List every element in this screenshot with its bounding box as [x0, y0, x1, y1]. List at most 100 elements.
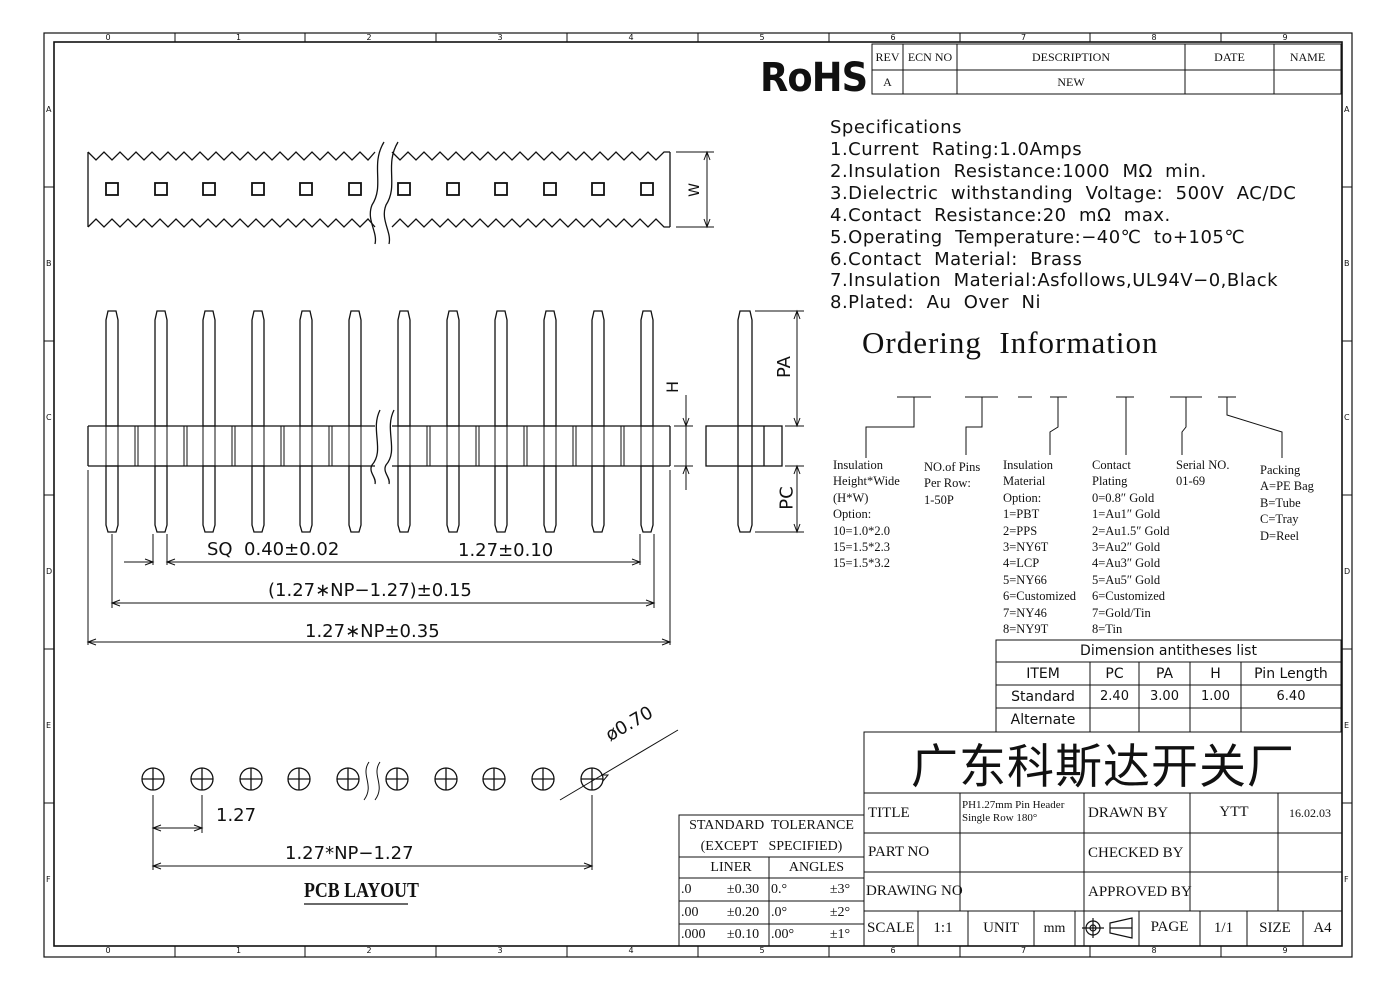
col-label-top: 3: [497, 33, 503, 42]
pin-lower: [154, 465, 168, 533]
front-body-dividers: [105, 426, 654, 466]
ordering-title: Ordering Information: [862, 325, 1159, 360]
pin-square: [446, 182, 460, 196]
col-label-top: 8: [1151, 33, 1157, 42]
ordering-insulation-hw: Insulation Height*Wide (H*W) Option: 10=…: [833, 458, 900, 571]
row-label-left: F: [46, 875, 51, 884]
tolerance-title-line1: STANDARD TOLERANCE: [689, 817, 854, 833]
row-label-left: C: [46, 413, 52, 422]
col-label-bottom: 3: [497, 946, 503, 955]
spec-item: 7.Insulation Material:Asfollows,UL94V−0,…: [830, 270, 1279, 292]
projection-symbol-icon: [1082, 917, 1133, 939]
pin-lower: [299, 465, 313, 533]
row-label-right: F: [1344, 875, 1349, 884]
row-label-left: A: [46, 105, 52, 114]
pin-lower: [202, 465, 216, 533]
col-label-top: 9: [1282, 33, 1288, 42]
row-label-left: D: [46, 567, 53, 576]
pin-lower: [105, 465, 119, 533]
pin-upper: [105, 310, 119, 427]
col-label-bottom: 1: [236, 946, 242, 955]
pin-upper: [446, 310, 460, 427]
front-dimensions: [86, 470, 672, 646]
tolerance-angle-value: ±2°: [829, 904, 851, 920]
pin-upper: [494, 310, 508, 427]
size-value: A4: [1313, 920, 1332, 936]
spec-item: 2.Insulation Resistance:1000 MΩ min.: [830, 160, 1207, 182]
title-value: PH1.27mm Pin Header Single Row 180°: [962, 799, 1084, 825]
tolerance-liner-header: LINER: [710, 859, 752, 875]
top-view: [87, 141, 671, 245]
col-label-bottom: 6: [890, 946, 896, 955]
row-label-left: B: [46, 259, 52, 268]
pin-square: [251, 182, 265, 196]
size-label: SIZE: [1259, 920, 1291, 936]
pin-lower: [397, 465, 411, 533]
pin-lower: [348, 465, 362, 533]
pin-square: [640, 182, 654, 196]
dim-row-standard-pa: 3.00: [1150, 689, 1179, 704]
tolerance-angles-header: ANGLES: [788, 859, 845, 875]
dim-header-pc: PC: [1105, 665, 1124, 682]
front-view-body: [87, 409, 671, 485]
pin-lower: [251, 465, 265, 533]
pin-upper: [348, 310, 362, 427]
label-pcb-span: 1.27*NP−1.27: [285, 843, 414, 864]
col-label-top: 2: [366, 33, 372, 42]
pcb-holes: [141, 767, 604, 791]
date-value: 16.02.03: [1289, 805, 1331, 820]
tolerance-grid: [678, 814, 865, 947]
dimension-table-grid: [995, 639, 1342, 733]
ordering-contact-plating: Contact Plating 0=0.8″ Gold 1=Au1″ Gold …: [1092, 458, 1170, 637]
top-view-pins: [105, 182, 654, 196]
frame-ticks: [44, 33, 1352, 957]
pin-upper: [202, 310, 216, 427]
row-label-right: E: [1344, 721, 1350, 730]
rev-value-description: NEW: [1057, 74, 1085, 89]
spec-item: 6.Contact Material: Brass: [830, 248, 1083, 270]
pin-square: [299, 182, 313, 196]
dim-row-standard-item: Standard: [1011, 688, 1075, 705]
col-label-top: 4: [628, 33, 634, 42]
col-label-bottom: 4: [628, 946, 634, 955]
title-block-grid: [863, 731, 1343, 947]
rev-value-rev: A: [883, 74, 892, 89]
tolerance-angle-precision: .0°: [771, 904, 788, 920]
row-label-right: C: [1344, 413, 1350, 422]
ordering-tree: [865, 396, 1283, 458]
pcb-dimensions: [151, 729, 679, 905]
spec-item: 4.Contact Resistance:20 mΩ max.: [830, 204, 1171, 226]
pin-upper: [591, 310, 605, 427]
pin-square: [202, 182, 216, 196]
spec-item: 3.Dielectric withstanding Voltage: 500V …: [830, 182, 1297, 204]
pin-square: [154, 182, 168, 196]
col-label-top: 5: [759, 33, 765, 42]
col-label-top: 0: [105, 33, 111, 42]
pin-square: [105, 182, 119, 196]
pin-lower: [446, 465, 460, 533]
tolerance-liner-precision: .0: [681, 881, 692, 897]
pin-upper: [397, 310, 411, 427]
dim-row-alternate-item: Alternate: [1010, 712, 1076, 728]
h-dimension: [674, 395, 693, 490]
tolerance-liner-value: ±0.20: [726, 904, 760, 920]
checked-by-label: CHECKED BY: [1088, 845, 1184, 861]
drawn-by-label: DRAWN BY: [1088, 804, 1169, 821]
spec-item: 5.Operating Temperature:−40℃ to+105℃: [830, 226, 1246, 248]
dim-table-title: Dimension antitheses list: [1080, 643, 1257, 659]
tolerance-angle-value: ±3°: [829, 881, 851, 897]
specs-title: Specifications: [830, 117, 962, 138]
pin-lower: [494, 465, 508, 533]
label-sq: SQ 0.40±0.02: [207, 539, 340, 560]
rev-header-description: DESCRIPTION: [1031, 49, 1110, 64]
label-w: W: [686, 183, 703, 197]
row-label-right: A: [1344, 105, 1350, 114]
ordering-packing: Packing A=PE Bag B=Tube C=Tray D=Reel: [1260, 463, 1314, 543]
pcb-layout-title: PCB LAYOUT: [304, 878, 419, 902]
unit-value: mm: [1043, 920, 1066, 936]
approved-by-label: APPROVED BY: [1088, 884, 1192, 900]
dim-row-standard-pin-length: 6.40: [1276, 689, 1306, 704]
tolerance-angle-value: ±1°: [829, 927, 851, 942]
side-dimensions: [755, 309, 804, 534]
rev-header-rev: REV: [875, 49, 900, 64]
